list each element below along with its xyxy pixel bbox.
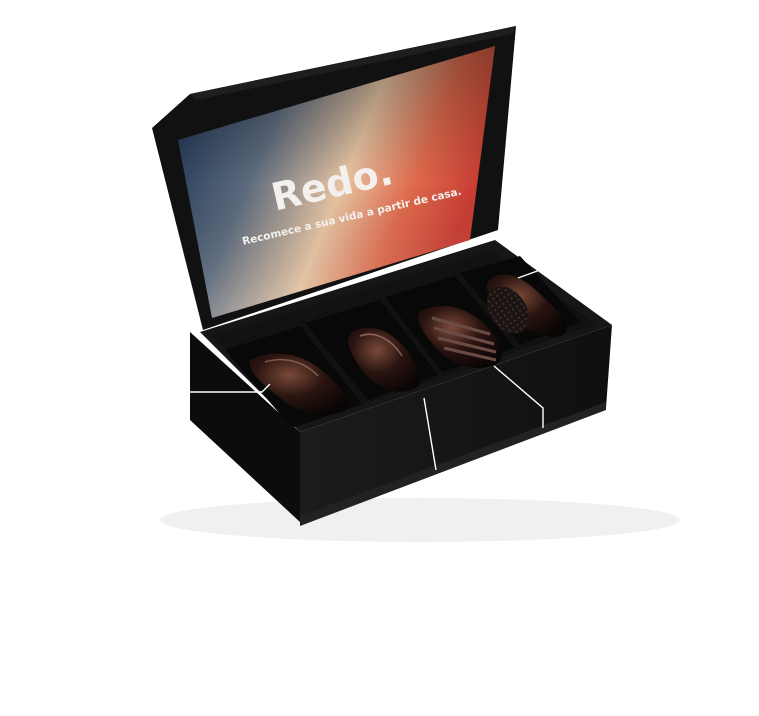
lid-top-edge	[190, 26, 516, 100]
callout-line-four	[517, 269, 541, 279]
box-side	[300, 325, 612, 522]
product-two	[348, 327, 421, 392]
lid-inner-shade	[178, 46, 495, 318]
callout-line-three	[493, 365, 544, 428]
callout-lines	[186, 269, 544, 471]
box-bottom-lip	[300, 402, 606, 526]
callout-line-two	[423, 397, 437, 471]
product-one	[249, 353, 350, 416]
product-three	[418, 306, 502, 368]
product-four	[486, 274, 568, 338]
ground-shadow	[160, 498, 680, 542]
box-front	[190, 332, 300, 522]
callout-line-one	[186, 383, 271, 393]
